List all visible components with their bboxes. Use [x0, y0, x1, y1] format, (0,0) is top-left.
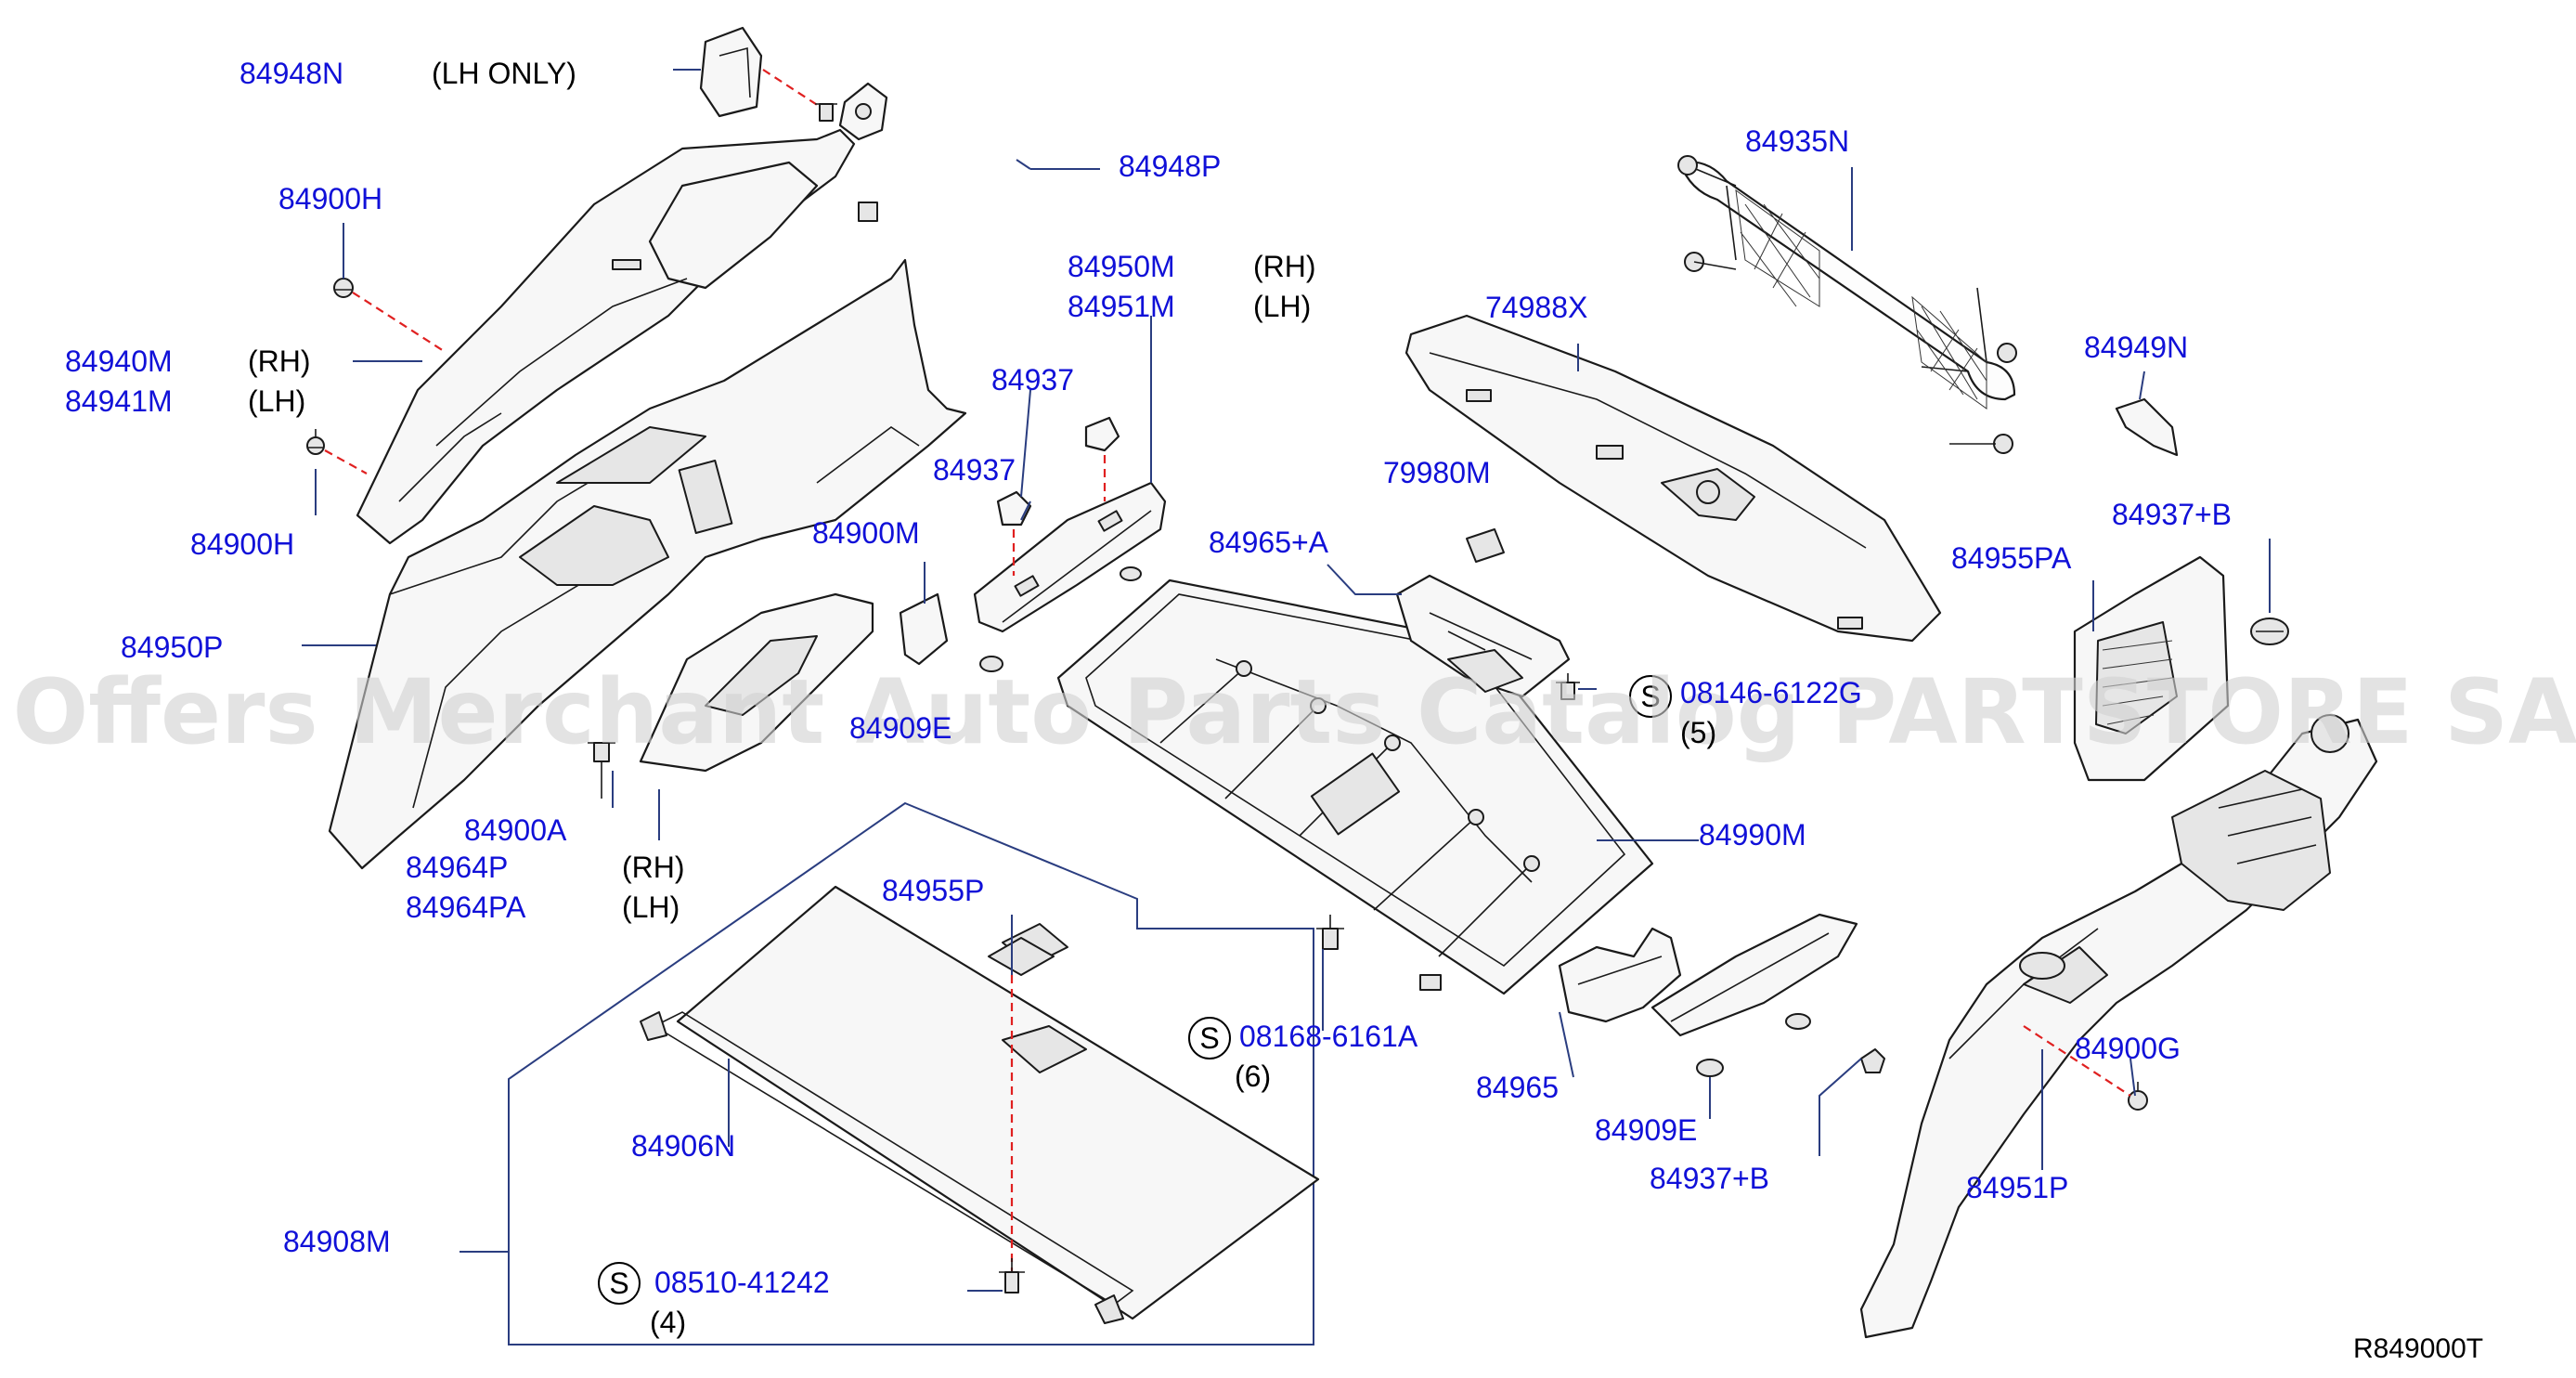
label-84900M[interactable]: 84900M	[812, 516, 920, 550]
label-84935N[interactable]: 84935N	[1745, 124, 1849, 158]
part-84937-clip-a	[996, 490, 1032, 526]
part-hook-clip	[838, 82, 888, 141]
part-84949N-clip	[2115, 397, 2179, 457]
hidden-line-84900H-b	[324, 449, 368, 474]
note-84950M: (RH)	[1253, 250, 1316, 283]
label-79980M[interactable]: 79980M	[1383, 456, 1491, 489]
label-84908M[interactable]: 84908M	[283, 1225, 391, 1258]
label-84909E-right[interactable]: 84909E	[1595, 1113, 1697, 1147]
part-84909E-washer-d	[1785, 1013, 1811, 1030]
s-symbol-08168: S	[1188, 1017, 1231, 1060]
part-74988X-trim-panel	[1405, 314, 1942, 643]
label-84937B-right[interactable]: 84937+B	[2112, 498, 2232, 531]
label-84951M[interactable]: 84951M	[1068, 290, 1175, 323]
label-84990M[interactable]: 84990M	[1699, 818, 1806, 852]
part-08146-bolt	[1556, 673, 1580, 700]
part-84937B-fastener-b	[1860, 1048, 1885, 1073]
note-84940M: (RH)	[248, 344, 311, 378]
hidden-line-84900H-a	[352, 292, 445, 352]
note-84964PA: (LH)	[622, 890, 680, 924]
label-84941M[interactable]: 84941M	[65, 384, 173, 418]
s-symbol-text: S	[1640, 680, 1660, 713]
label-84909E-left[interactable]: 84909E	[849, 711, 951, 745]
label-08168[interactable]: 08168-6161A	[1239, 1020, 1418, 1053]
label-84900H-bottom[interactable]: 84900H	[190, 527, 294, 561]
part-84951P-side-trim	[1859, 714, 2378, 1339]
label-84964P[interactable]: 84964P	[406, 851, 508, 884]
part-84900G-clip	[2128, 1082, 2148, 1111]
part-lower-right-bracket	[1650, 913, 1858, 1037]
part-84900A-screw	[588, 742, 615, 799]
part-84937B-fastener-a	[2250, 618, 2289, 645]
note-84951M: (LH)	[1253, 290, 1311, 323]
label-84900A[interactable]: 84900A	[464, 813, 567, 847]
label-84965A[interactable]: 84965+A	[1209, 526, 1329, 559]
kit-outline-84908M	[508, 801, 1314, 1346]
part-84909E-washer-a	[979, 656, 1003, 672]
part-84909E-washer-b	[1120, 566, 1142, 581]
qty-08146: (5)	[1680, 716, 1716, 749]
part-84940M-upper-trim	[356, 128, 878, 545]
label-84955P[interactable]: 84955P	[882, 874, 984, 907]
part-84900M-clip	[899, 592, 949, 666]
label-84948N[interactable]: 84948N	[239, 57, 343, 90]
qty-08168: (6)	[1235, 1060, 1271, 1093]
label-84948P[interactable]: 84948P	[1119, 150, 1221, 183]
part-79980M-pad	[1466, 528, 1505, 563]
note-84948N: (LH ONLY)	[432, 57, 576, 90]
part-84955PA-cover	[2073, 555, 2230, 782]
part-84900H-clip-lower	[306, 429, 325, 455]
label-08510[interactable]: 08510-41242	[654, 1266, 830, 1299]
label-84950M[interactable]: 84950M	[1068, 250, 1175, 283]
label-84951P[interactable]: 84951P	[1966, 1171, 2068, 1204]
part-08510-screw	[999, 1258, 1025, 1294]
label-84937B-bottom[interactable]: 84937+B	[1650, 1162, 1769, 1195]
part-08168-bolt	[1316, 915, 1344, 950]
s-symbol-08146: S	[1629, 675, 1672, 718]
s-symbol-text: S	[1199, 1021, 1219, 1055]
part-84950M-bracket	[973, 481, 1167, 633]
hidden-line-84900G	[2023, 1025, 2131, 1097]
label-84900H-top[interactable]: 84900H	[278, 182, 382, 215]
label-84964PA[interactable]: 84964PA	[406, 890, 526, 924]
part-84906N-cover	[640, 885, 1320, 1324]
label-84955PA[interactable]: 84955PA	[1951, 541, 2072, 575]
callouts: 84948N (LH ONLY) 84948P 84900H 84940M (R…	[65, 57, 2483, 1364]
label-84949N[interactable]: 84949N	[2084, 331, 2188, 364]
leader-lines	[302, 69, 2271, 1292]
part-84937-clip-b	[1084, 416, 1120, 452]
part-84935N-cargo-net	[1677, 155, 2017, 454]
part-84948N-bracket	[699, 26, 763, 118]
s-symbol-text: S	[609, 1267, 628, 1300]
s-symbol-08510: S	[598, 1262, 641, 1305]
label-84900G[interactable]: 84900G	[2075, 1032, 2181, 1065]
part-84965-bracket	[1558, 927, 1682, 1023]
part-84948N-screw	[815, 103, 837, 122]
part-84964P-pocket	[639, 592, 874, 773]
part-84990M-floor-tray	[1056, 578, 1654, 995]
part-84909E-washer-c	[1696, 1059, 1724, 1077]
note-84941M: (LH)	[248, 384, 305, 418]
label-84906N[interactable]: 84906N	[631, 1129, 735, 1163]
label-08146[interactable]: 08146-6122G	[1680, 676, 1862, 709]
watermark: Offers Merchant Auto Parts Catalog PARTS…	[13, 660, 2576, 764]
part-84950P-side-trim	[328, 258, 967, 870]
qty-08510: (4)	[650, 1306, 686, 1339]
label-74988X[interactable]: 74988X	[1485, 291, 1587, 324]
label-84950P[interactable]: 84950P	[121, 630, 223, 664]
diagram-reference-code: R849000T	[2353, 1333, 2483, 1364]
label-84937-upper[interactable]: 84937	[991, 363, 1074, 396]
label-84940M[interactable]: 84940M	[65, 344, 173, 378]
label-84937-lower[interactable]: 84937	[933, 453, 1016, 487]
label-84965[interactable]: 84965	[1476, 1071, 1559, 1104]
note-84964P: (RH)	[622, 851, 685, 884]
part-84965A-bracket	[1395, 574, 1571, 698]
hidden-line-84948N	[762, 69, 825, 110]
